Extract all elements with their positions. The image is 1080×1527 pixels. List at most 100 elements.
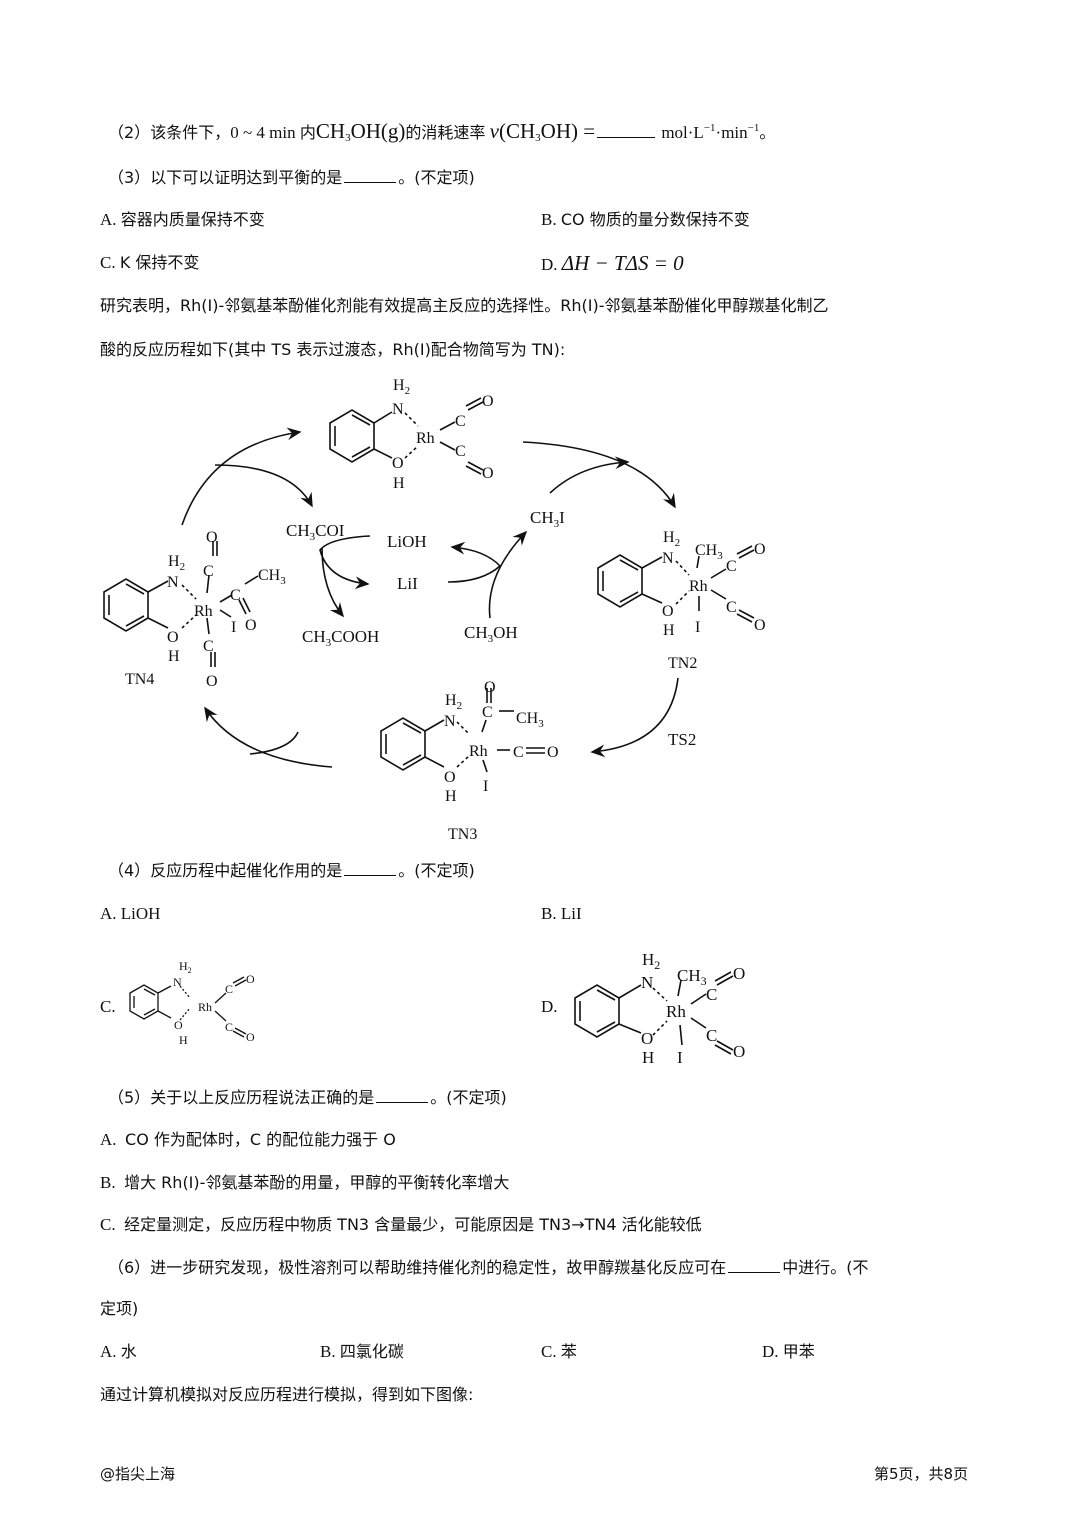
footer-source: @指尖上海	[100, 1465, 176, 1483]
arrow-ch3i-in	[549, 456, 630, 494]
svg-text:H: H	[642, 1048, 654, 1067]
arrow-tn3-to-tn4	[204, 706, 333, 768]
question-6-continued: 定项)	[100, 1299, 139, 1318]
svg-text:O: O	[482, 393, 494, 410]
rate-unit: mol·L−1·min−1	[661, 122, 760, 142]
q4-option-b[interactable]: B. LiI	[541, 904, 582, 923]
svg-text:C: C	[482, 704, 493, 721]
svg-text:H2: H2	[168, 553, 185, 573]
svg-text:C: C	[513, 744, 524, 761]
q3-option-a[interactable]: A. 容器内质量保持不变	[100, 210, 265, 229]
svg-text:C: C	[726, 558, 737, 575]
svg-text:C: C	[706, 1026, 717, 1045]
svg-text:Rh: Rh	[469, 743, 488, 760]
svg-text:C: C	[455, 443, 466, 460]
arrow-ch3coi-to-lii	[319, 535, 371, 590]
q5-option-a[interactable]: A. CO 作为配体时，C 的配位能力强于 O	[100, 1130, 396, 1149]
answer-blank[interactable]	[597, 121, 656, 138]
answer-blank[interactable]	[344, 166, 397, 183]
svg-text:N: N	[392, 401, 404, 418]
q2-label: （2）	[108, 123, 151, 142]
svg-text:Rh: Rh	[194, 603, 213, 620]
svg-text:H: H	[168, 648, 180, 665]
svg-text:CH3: CH3	[258, 567, 286, 587]
intro-line-1: 研究表明，Rh(Ⅰ)-邻氨基苯酚催化剂能有效提高主反应的选择性。Rh(Ⅰ)-邻氨…	[100, 296, 829, 315]
svg-text:O: O	[484, 679, 496, 696]
tn1-structure	[329, 397, 484, 475]
q4-option-d-key[interactable]: D.	[541, 997, 558, 1016]
svg-text:O: O	[392, 455, 404, 472]
svg-text:O: O	[482, 465, 494, 482]
svg-text:Rh: Rh	[416, 430, 435, 447]
arrow-tn1-to-tn2	[522, 441, 676, 509]
svg-text:O: O	[754, 541, 766, 558]
svg-text:I: I	[677, 1048, 683, 1067]
question-3: （3）以下可以证明达到平衡的是。(不定项)	[108, 166, 475, 187]
ts2-label: TS2	[668, 730, 696, 749]
svg-text:N: N	[641, 973, 653, 992]
answer-blank[interactable]	[728, 1256, 781, 1273]
svg-text:O: O	[662, 603, 674, 620]
q4-option-c-key[interactable]: C.	[100, 997, 116, 1016]
question-5: （5）关于以上反应历程说法正确的是。(不定项)	[108, 1086, 507, 1107]
tn2-label: TN2	[668, 655, 697, 672]
svg-text:C: C	[455, 413, 466, 430]
svg-text:O: O	[206, 673, 218, 690]
footer-page-number: 第5页，共8页	[874, 1465, 969, 1483]
tn3-label: TN3	[448, 826, 477, 843]
q4-option-d-structure: H2 N Rh O H CH3 I C O C O	[574, 950, 745, 1067]
outro-text: 通过计算机模拟对反应历程进行模拟，得到如下图像:	[100, 1385, 474, 1404]
svg-text:CH3COI: CH3COI	[286, 521, 345, 543]
arrow-co-in	[249, 731, 299, 755]
q4-option-a[interactable]: A. LiOH	[100, 904, 161, 923]
reaction-mechanism-diagram: H2 N Rh O H C O C O H2 N Rh O H O C C O …	[103, 377, 766, 843]
lioh-label: LiOH	[387, 532, 427, 551]
svg-text:C: C	[225, 982, 233, 996]
tn4-label: TN4	[125, 671, 154, 688]
svg-text:CH3OH: CH3OH	[464, 623, 518, 645]
svg-text:C: C	[726, 599, 737, 616]
svg-text:C: C	[203, 563, 214, 580]
svg-text:Rh: Rh	[198, 1000, 212, 1014]
arrow-ch3oh-to-ch3i	[488, 530, 528, 619]
arrow-release-ch3coi	[214, 464, 313, 508]
q6-option-c[interactable]: C. 苯	[541, 1342, 577, 1361]
q3-option-b[interactable]: B. CO 物质的量分数保持不变	[541, 210, 750, 229]
answer-blank[interactable]	[344, 859, 397, 876]
answer-blank[interactable]	[376, 1086, 429, 1103]
svg-text:O: O	[206, 529, 218, 546]
svg-text:C: C	[230, 587, 241, 604]
rate-expression: v(CH3OH) =	[489, 119, 596, 144]
svg-text:CH3COOH: CH3COOH	[302, 627, 379, 649]
question-6: （6）进一步研究发现，极性溶剂可以帮助维持催化剂的稳定性，故甲醇羰基化反应可在中…	[108, 1256, 869, 1277]
svg-text:O: O	[444, 769, 456, 786]
species-ch3oh-g: CH3OH(g)	[315, 119, 406, 144]
arrow-tn2-to-tn3	[590, 677, 679, 758]
svg-text:H2: H2	[445, 692, 462, 712]
q3-option-c[interactable]: C. K 保持不变	[100, 253, 200, 272]
svg-text:I: I	[483, 778, 488, 795]
arrow-ch3coi-to-ch3cooh	[321, 547, 345, 618]
svg-text:N: N	[173, 975, 182, 989]
tn1-h2: H2	[393, 377, 410, 397]
q6-option-d[interactable]: D. 甲苯	[762, 1342, 815, 1361]
svg-text:I: I	[695, 619, 700, 636]
svg-text:Rh: Rh	[689, 578, 708, 595]
lii-label: LiI	[397, 574, 418, 593]
svg-text:H2: H2	[663, 529, 680, 549]
q6-option-b[interactable]: B. 四氯化碳	[320, 1342, 404, 1361]
question-4: （4）反应历程中起催化作用的是。(不定项)	[108, 859, 475, 880]
svg-text:H2: H2	[642, 950, 660, 972]
q6-option-a[interactable]: A. 水	[100, 1342, 137, 1361]
q5-option-b[interactable]: B. 增大 Rh(Ⅰ)-邻氨基苯酚的用量，甲醇的平衡转化率增大	[100, 1173, 510, 1192]
svg-text:CH3: CH3	[695, 542, 723, 562]
svg-text:H: H	[393, 475, 405, 492]
svg-text:O: O	[733, 964, 745, 983]
svg-text:C: C	[706, 985, 717, 1004]
svg-text:H: H	[179, 1033, 188, 1047]
svg-text:O: O	[754, 617, 766, 634]
svg-text:CH3: CH3	[516, 710, 544, 730]
q5-option-c[interactable]: C. 经定量测定，反应历程中物质 TN3 含量最少，可能原因是 TN3→TN4 …	[100, 1215, 702, 1234]
q3-option-d[interactable]: D. ΔH − TΔS = 0	[541, 251, 684, 275]
svg-text:N: N	[444, 713, 456, 730]
